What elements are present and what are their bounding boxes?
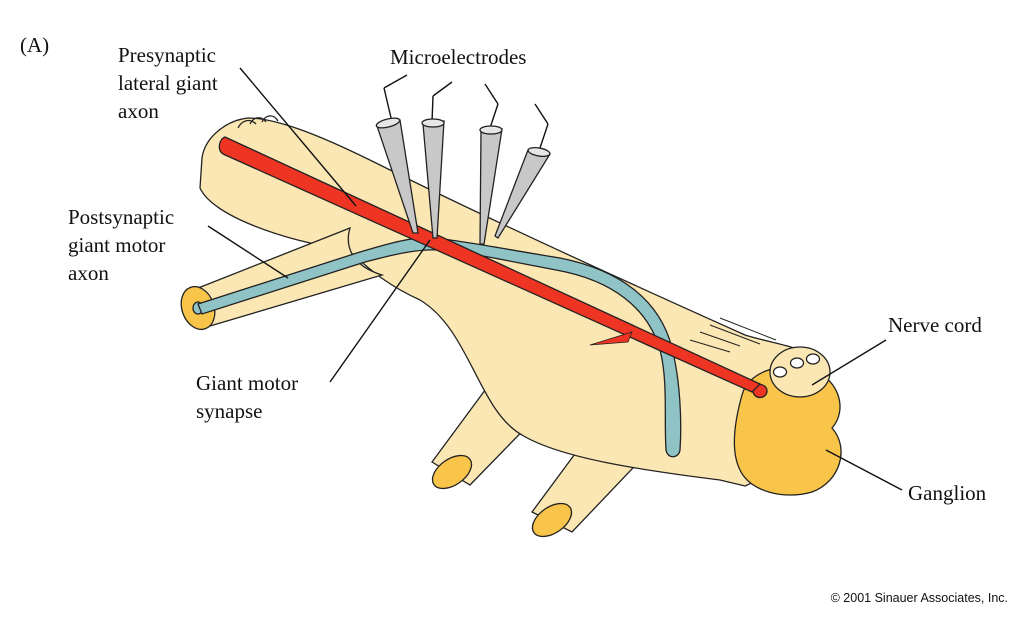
panel-label: (A) <box>20 33 49 57</box>
axon-cross-section-1 <box>772 366 788 378</box>
presynaptic-lateral-giant-axon <box>218 136 762 393</box>
label-ganglion: Ganglion <box>908 481 987 505</box>
axon-cross-section-3 <box>805 353 821 365</box>
microelectrode-4 <box>494 103 552 239</box>
leader-postsynaptic <box>207 225 289 279</box>
leader-giant-motor-synapse <box>329 239 431 383</box>
microelectrode-1 <box>375 74 419 234</box>
postsynaptic-motor-axon <box>197 237 682 458</box>
microelectrode-2 <box>421 81 453 239</box>
leader-ganglion <box>825 449 903 491</box>
tissue-fold-right <box>689 317 777 353</box>
label-presynaptic-axon: Presynaptic lateral giant axon <box>118 43 223 123</box>
leader-presynaptic <box>239 67 357 207</box>
microelectrode-3 <box>479 83 503 245</box>
tissue-fold-top <box>237 115 279 129</box>
label-postsynaptic-axon: Postsynaptic giant motor axon <box>68 205 179 285</box>
label-giant-motor-synapse: Giant motor synapse <box>196 371 303 423</box>
label-nerve-cord: Nerve cord <box>888 313 982 337</box>
label-microelectrodes: Microelectrodes <box>390 45 526 69</box>
copyright-notice: © 2001 Sinauer Associates, Inc. <box>831 591 1008 605</box>
axon-cross-section-2 <box>789 357 805 369</box>
leader-nerve-cord <box>811 339 887 386</box>
lateral-giant-axon-branch <box>589 331 633 346</box>
nerve-cord-end-face <box>752 346 831 399</box>
